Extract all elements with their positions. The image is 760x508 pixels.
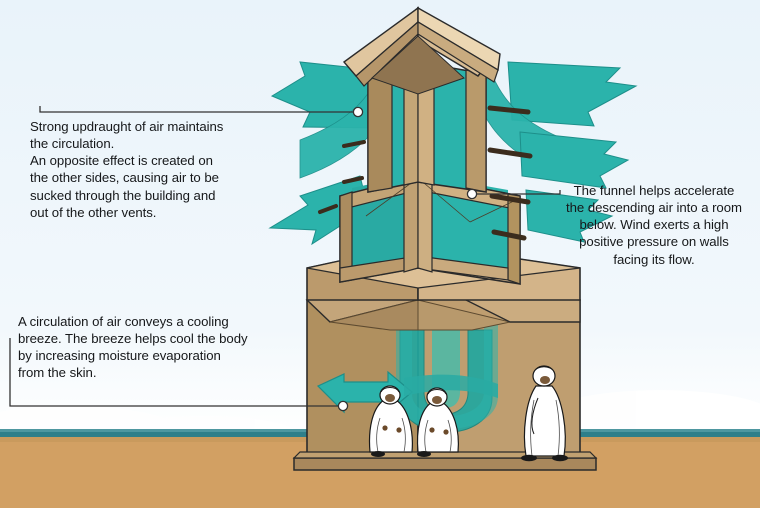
leader-dot-breeze <box>337 400 349 412</box>
figure-seated-left <box>368 385 413 457</box>
vent-slats <box>487 105 533 241</box>
leader-funnel <box>466 188 561 200</box>
airflow-arrow-out-right-middle <box>519 131 630 189</box>
leader-updraught <box>39 106 364 118</box>
roof-cap <box>342 6 501 95</box>
airflow-breeze-band <box>404 374 498 398</box>
leader-breeze <box>9 338 349 412</box>
figure-seated-right <box>416 387 459 457</box>
leader-dot-funnel <box>466 188 478 200</box>
callout-breeze-text: A circulation of air conveys a cooling b… <box>18 314 248 381</box>
figure-standing <box>521 365 568 462</box>
callout-updraught-text: Strong updraught of air maintains the ci… <box>30 119 224 220</box>
callout-funnel-text: The funnel helps accelerate the descendi… <box>566 183 742 267</box>
vent-slats-left <box>318 140 366 214</box>
plinth <box>292 451 598 471</box>
leader-dot-updraught <box>352 106 364 118</box>
airflow-arrow-out-right-lower <box>525 189 614 243</box>
airflow-descending-sheets <box>396 322 498 429</box>
tower-mid-section <box>339 174 521 285</box>
